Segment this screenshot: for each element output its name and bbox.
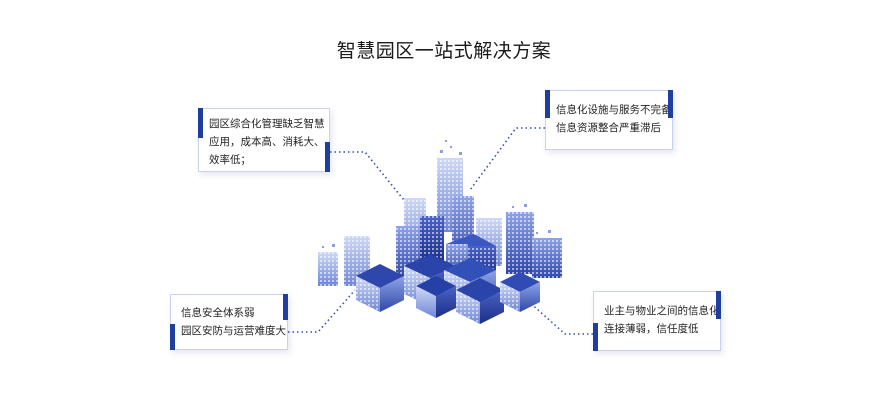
box-accent-bar xyxy=(198,108,203,138)
callout-line: 连接薄弱，信任度低 xyxy=(604,323,699,335)
callout-line: 园区综合化管理缺乏智慧 xyxy=(209,118,325,130)
callout-line: 信息安全体系弱 xyxy=(181,307,255,319)
box-accent-bar xyxy=(170,324,175,350)
page-title: 智慧园区一站式解决方案 xyxy=(336,40,552,62)
callout-line: 信息资源整合严重滞后 xyxy=(556,122,661,134)
box-accent-bar xyxy=(283,294,288,320)
connector-top-right xyxy=(469,127,545,191)
connector-top-left xyxy=(330,151,413,211)
connector-bottom-left xyxy=(288,289,356,333)
callout-security: 信息安全体系弱 园区安防与运营难度大 xyxy=(170,294,288,350)
connector-bottom-right xyxy=(517,291,593,335)
callout-line: 园区安防与运营难度大 xyxy=(181,325,286,337)
callout-line: 业主与物业之间的信息化 xyxy=(604,305,720,317)
callout-connection: 业主与物业之间的信息化 连接薄弱，信任度低 xyxy=(593,291,721,351)
callout-line: 效率低； xyxy=(209,154,251,166)
callout-management: 园区综合化管理缺乏智慧 应用，成本高、消耗大、 效率低； xyxy=(198,108,330,172)
box-accent-bar xyxy=(716,291,721,319)
box-accent-bar xyxy=(593,323,598,351)
connector-lines xyxy=(288,127,593,335)
pixel-fragments xyxy=(322,140,551,248)
box-accent-bar xyxy=(668,90,673,118)
callout-infrastructure: 信息化设施与服务不完备 信息资源整合严重滞后 xyxy=(545,90,673,150)
buildings-front xyxy=(356,254,540,324)
callout-line: 应用，成本高、消耗大、 xyxy=(209,136,325,148)
callout-line: 信息化设施与服务不完备 xyxy=(556,104,672,116)
box-accent-bar xyxy=(545,90,550,118)
box-accent-bar xyxy=(325,142,330,172)
